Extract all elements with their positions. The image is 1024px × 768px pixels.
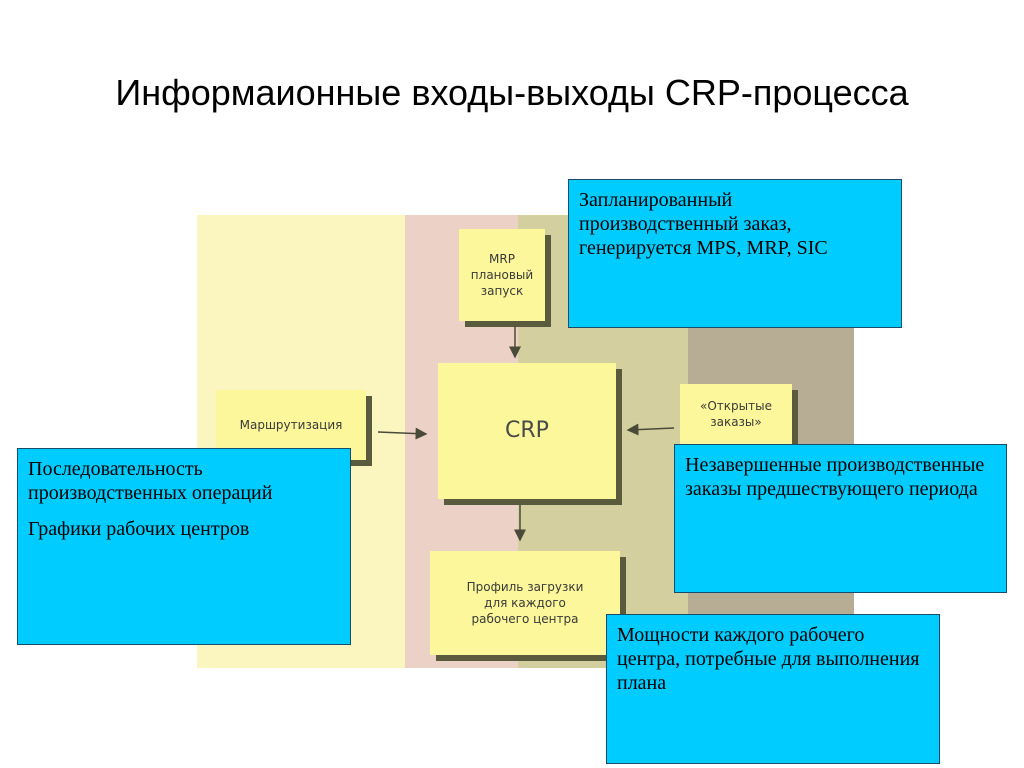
- callout-planned-order: Запланированный производственный заказ, …: [568, 179, 902, 328]
- callout-routing-operations-text: Последовательность производственных опер…: [28, 458, 273, 504]
- load-profile-block: Профиль загрузки для каждого рабочего це…: [430, 551, 620, 655]
- slide-title: Информаионные входы-выходы CRP-процесса: [115, 72, 909, 113]
- callout-capacity: Мощности каждого рабочего центра, потреб…: [606, 614, 940, 764]
- callout-unfinished-orders: Незавершенные производственные заказы пр…: [674, 444, 1007, 593]
- callout-routing: Последовательность производственных опер…: [17, 448, 351, 645]
- crp-block: CRP: [438, 363, 616, 499]
- mrp-planned-release-block: MRP плановый запуск: [459, 229, 545, 321]
- callout-routing-schedules-text: Графики рабочих центров: [28, 518, 250, 540]
- callout-unfinished-orders-text: Незавершенные производственные заказы пр…: [685, 454, 985, 500]
- arrow-routing-to-crp: [377, 427, 428, 440]
- callout-capacity-text: Мощности каждого рабочего центра, потреб…: [617, 624, 920, 694]
- arrow-open-orders-to-crp: [626, 423, 675, 436]
- open-orders-block: «Открытые заказы»: [680, 384, 792, 444]
- callout-planned-order-text: Запланированный производственный заказ, …: [579, 189, 828, 259]
